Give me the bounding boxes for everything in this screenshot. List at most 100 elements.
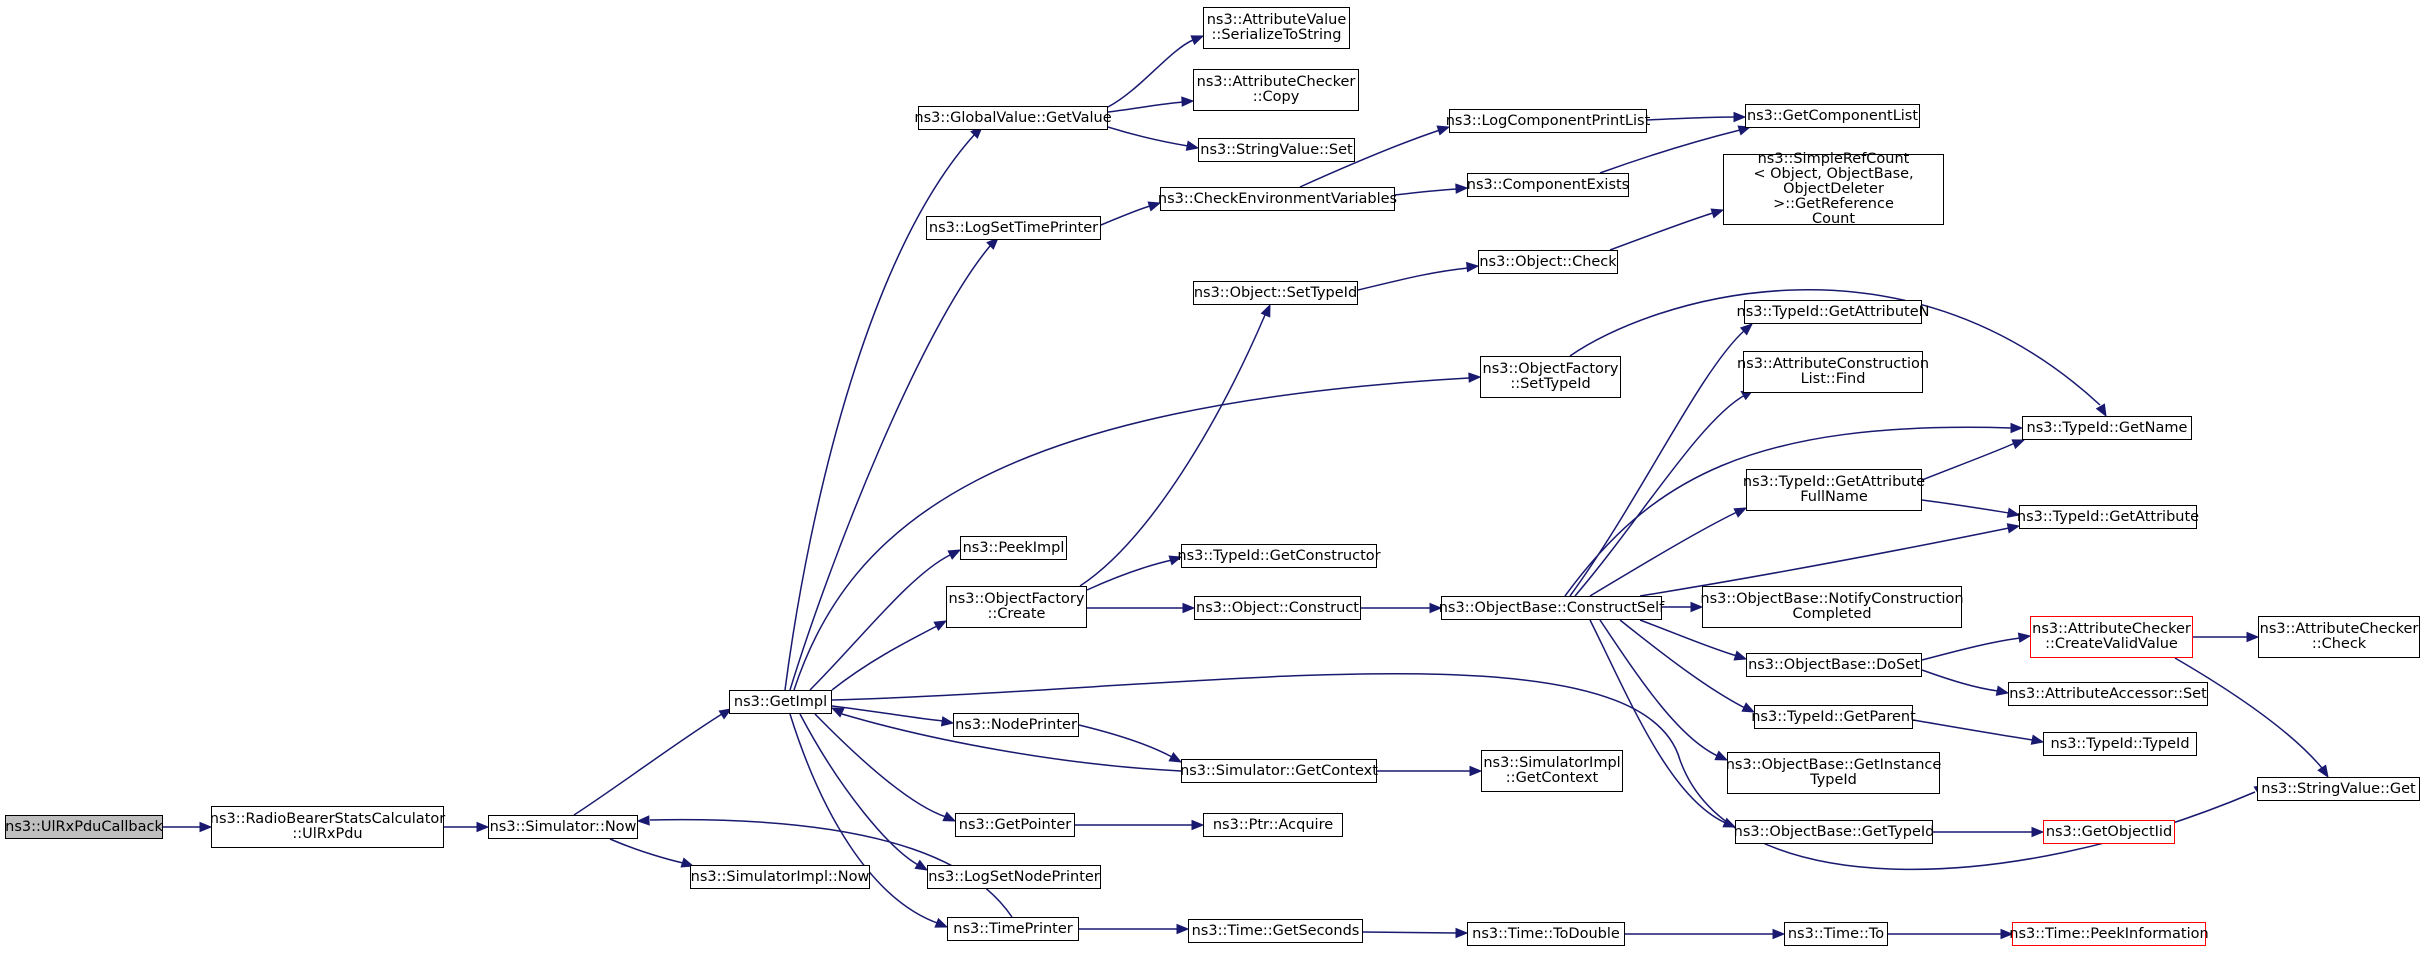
edge-compexists-getcomplist — [1599, 129, 1741, 174]
edge-getimpl-gvgetvalue — [784, 133, 976, 691]
node-object-construct[interactable]: ns3::Object::Construct — [1194, 596, 1361, 620]
node-attributeconstructionlist-find[interactable]: ns3::AttributeConstruction List::Find — [1737, 351, 1929, 393]
edge-accreatevalid-accheck-arrowhead — [2246, 631, 2260, 643]
node-attributeaccessor-set[interactable]: ns3::AttributeAccessor::Set — [2008, 682, 2208, 706]
node-time-to[interactable]: ns3::Time::To — [1784, 922, 1888, 946]
node-getimpl[interactable]: ns3::GetImpl — [729, 690, 832, 714]
node-attributechecker-createvalidvalue[interactable]: ns3::AttributeChecker ::CreateValidValue — [2030, 616, 2193, 658]
edge-logcompprint-getcomplist — [1646, 116, 1736, 121]
node-typeid-getconstructor[interactable]: ns3::TypeId::GetConstructor — [1177, 544, 1381, 568]
edge-getimpl-peekimpl — [809, 554, 951, 691]
edge-checkenv-compexists-arrowhead — [1455, 183, 1469, 194]
edge-gvgetvalue-svset-arrowhead — [1185, 140, 1200, 151]
edge-obcs-getname — [1564, 426, 2013, 597]
edge-obcs-tidgetparent-arrowhead — [1741, 702, 1756, 713]
edge-checkenv-compexists — [1394, 188, 1458, 196]
node-typeid-getname[interactable]: ns3::TypeId::GetName — [2022, 416, 2192, 440]
node-typeid-getparent[interactable]: ns3::TypeId::GetParent — [1751, 705, 1916, 729]
node-stringvalue-set[interactable]: ns3::StringValue::Set — [1198, 138, 1355, 162]
edge-compexists-getcomplist-arrowhead — [1737, 125, 1752, 136]
node-getobjectiid[interactable]: ns3::GetObjectIid — [2043, 820, 2175, 844]
edge-getpointer-ptracquire-arrowhead — [1191, 819, 1205, 831]
node-objectbase-notifyconstructioncompleted[interactable]: ns3::ObjectBase::NotifyConstruction Comp… — [1700, 586, 1964, 628]
node-objectbase-constructself[interactable]: ns3::ObjectBase::ConstructSelf — [1439, 596, 1664, 620]
edge-getimpl-timeprinter-arrowhead — [934, 917, 949, 928]
node-simulatorimpl-getcontext[interactable]: ns3::SimulatorImpl ::GetContext — [1481, 750, 1623, 792]
node-typeid-getattribute[interactable]: ns3::TypeId::GetAttribute — [2017, 505, 2199, 529]
edge-simgetcontext-getimpl-arrowhead — [830, 707, 845, 718]
edge-logcompprint-getcomplist-arrowhead — [1733, 111, 1747, 123]
node-time-todouble[interactable]: ns3::Time::ToDouble — [1467, 922, 1625, 946]
node-componentexists[interactable]: ns3::ComponentExists — [1467, 173, 1629, 197]
edge-getimpl-logsettime-arrowhead — [986, 237, 999, 250]
node-simplerefcount-getreferencecount[interactable]: ns3::SimpleRefCount < Object, ObjectBase… — [1723, 152, 1944, 227]
edge-simnow-simimplnow — [609, 838, 684, 864]
edge-obdoset-aaset — [1921, 669, 1999, 692]
node-object-check[interactable]: ns3::Object::Check — [1478, 250, 1618, 274]
edge-tidgetattrfull-tidgetattr — [1921, 499, 2010, 514]
edge-accreatevalid-svget-arrowhead — [2317, 764, 2329, 779]
edge-gvgetvalue-avserialize — [1107, 39, 1194, 108]
edge-simnow-simimplnow-arrowhead — [680, 857, 695, 868]
edge-tidgetattrfull-getname — [1921, 442, 2016, 481]
node-objectbase-doset[interactable]: ns3::ObjectBase::DoSet — [1746, 653, 1922, 677]
node-object-settypeid[interactable]: ns3::Object::SetTypeId — [1193, 281, 1358, 305]
edge-tidgetattrfull-getname-arrowhead — [2011, 439, 2026, 450]
edge-logsettime-checkenv-arrowhead — [1147, 201, 1162, 212]
edge-getimpl-peekimpl-arrowhead — [947, 549, 962, 560]
edge-obcs-tidgetattr-arrowhead — [2006, 523, 2021, 534]
edge-obcs-tidgetattrfull-arrowhead — [1733, 507, 1748, 518]
node-simulatorimpl-now[interactable]: ns3::SimulatorImpl::Now — [690, 865, 870, 889]
edge-obcs-obdoset — [1639, 619, 1738, 657]
node-simulator-getcontext[interactable]: ns3::Simulator::GetContext — [1180, 759, 1378, 783]
node-checkenvironmentvariables[interactable]: ns3::CheckEnvironmentVariables — [1158, 187, 1397, 211]
node-globalvalue-getvalue[interactable]: ns3::GlobalValue::GetValue — [914, 106, 1112, 130]
node-logsetnodeprinter[interactable]: ns3::LogSetNodePrinter — [927, 865, 1101, 889]
node-ulrxpducallback[interactable]: ns3::UlRxPduCallback — [5, 815, 163, 839]
node-objectbase-getinstancetypeid[interactable]: ns3::ObjectBase::GetInstance TypeId — [1726, 752, 1941, 794]
edge-objsettypeid-objcheck-arrowhead — [1466, 261, 1480, 273]
edge-gvgetvalue-avserialize-arrowhead — [1190, 35, 1205, 46]
edge-obcs-obgettypeid — [1589, 619, 1729, 825]
node-attributechecker-check[interactable]: ns3::AttributeChecker ::Check — [2258, 616, 2420, 658]
edge-obcs-tidgetparent — [1619, 619, 1746, 709]
node-peekimpl[interactable]: ns3::PeekImpl — [960, 536, 1067, 560]
edge-simnow-getimpl-arrowhead — [718, 708, 733, 720]
node-time-peekinformation[interactable]: ns3::Time::PeekInformation — [2009, 922, 2209, 946]
node-objectfactory-settypeid[interactable]: ns3::ObjectFactory ::SetTypeId — [1480, 356, 1621, 398]
node-timeprinter[interactable]: ns3::TimePrinter — [947, 917, 1079, 941]
node-ptr-acquire[interactable]: ns3::Ptr::Acquire — [1203, 813, 1343, 837]
edge-ofcreate-objsettypeid — [1079, 314, 1266, 587]
edge-simgetcontext-simimplgetctx-arrowhead — [1469, 765, 1483, 777]
edge-getimpl-logsetnode-arrowhead — [914, 859, 929, 871]
edge-obcs-obnotify-arrowhead — [1690, 601, 1704, 613]
node-radiobearerstats-ulrxpdu[interactable]: ns3::RadioBearerStatsCalculator ::UlRxPd… — [210, 806, 445, 848]
node-getpointer[interactable]: ns3::GetPointer — [955, 813, 1075, 837]
edge-timeprinter-simnow — [649, 818, 1013, 918]
node-attributevalue-serializetostring[interactable]: ns3::AttributeValue ::SerializeToString — [1203, 7, 1350, 49]
edge-timeprinter-simnow-arrowhead — [636, 815, 650, 826]
node-nodeprinter[interactable]: ns3::NodePrinter — [953, 713, 1079, 737]
node-logsettimeprinter[interactable]: ns3::LogSetTimePrinter — [926, 216, 1101, 240]
node-typeid-getattributefullname[interactable]: ns3::TypeId::GetAttribute FullName — [1743, 469, 1925, 511]
edge-getimpl-logsettime — [789, 245, 991, 691]
edge-simgetcontext-getimpl — [841, 713, 1182, 772]
node-typeid-typeid[interactable]: ns3::TypeId::TypeId — [2043, 732, 2197, 756]
node-typeid-getattributen[interactable]: ns3::TypeId::GetAttributeN — [1737, 300, 1930, 324]
edge-accreatevalid-svget — [2174, 657, 2323, 769]
node-simulator-now[interactable]: ns3::Simulator::Now — [488, 815, 638, 839]
edge-nodeprinter-simgetcontext-arrowhead — [1168, 751, 1183, 763]
edge-gvgetvalue-accopy-arrowhead — [1181, 96, 1195, 107]
node-objectbase-gettypeid[interactable]: ns3::ObjectBase::GetTypeId — [1734, 820, 1934, 844]
node-logcomponentprintlist[interactable]: ns3::LogComponentPrintList — [1446, 109, 1650, 133]
edge-ofsettypeid-getname — [1569, 289, 2101, 406]
node-objectfactory-create[interactable]: ns3::ObjectFactory ::Create — [946, 586, 1087, 628]
node-time-getseconds[interactable]: ns3::Time::GetSeconds — [1188, 919, 1363, 943]
edge-getimpl-nodeprinter — [831, 705, 944, 722]
node-attributechecker-copy[interactable]: ns3::AttributeChecker ::Copy — [1193, 69, 1359, 111]
node-getcomponentlist[interactable]: ns3::GetComponentList — [1745, 104, 1920, 128]
edge-gvgetvalue-accopy — [1107, 101, 1184, 113]
node-stringvalue-get[interactable]: ns3::StringValue::Get — [2257, 777, 2420, 801]
edge-ofcreate-objconstruct-arrowhead — [1182, 602, 1196, 614]
